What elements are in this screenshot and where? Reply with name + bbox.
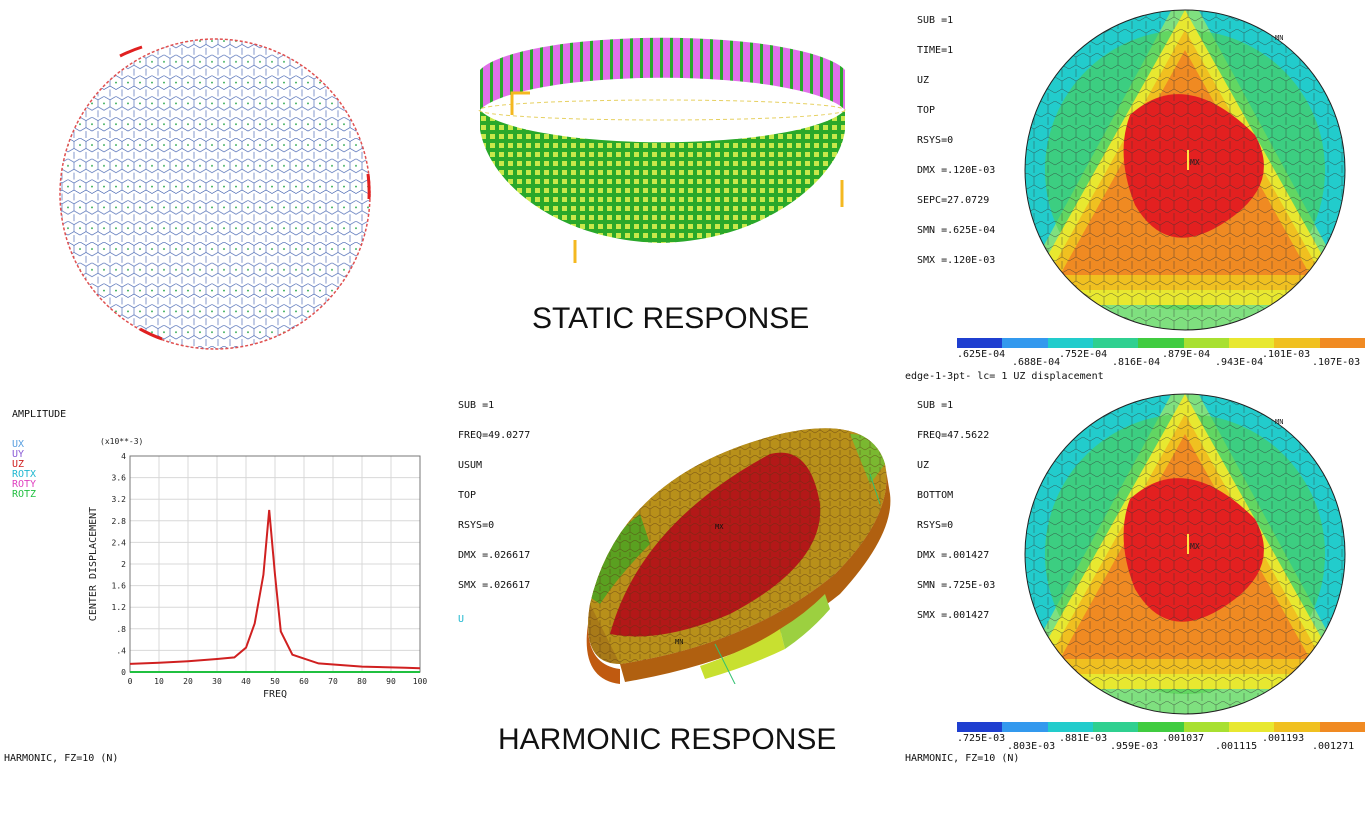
y-tick-label: 3.6 [112,474,127,483]
y-tick-label: .4 [116,646,126,655]
y-tick-label: 2 [121,560,126,569]
y-tick-label: 3.2 [112,495,127,504]
legend-title: AMPLITUDE [12,409,67,420]
y-tick-label: 1.6 [112,582,127,591]
legend-entry: ROTY [12,479,37,490]
info-line: TOP [917,105,936,116]
legend-label: .803E-03 [1007,741,1056,752]
scale-label: (x10**-3) [100,437,143,446]
x-tick-label: 100 [413,677,428,686]
harmonic-footer: HARMONIC, FZ=10 (N) [905,753,1020,764]
chart-footer: HARMONIC, FZ=10 (N) [4,753,119,764]
legend-label: .943E-04 [1215,357,1264,368]
x-tick-label: 10 [154,677,164,686]
legend-entry: UZ [12,459,25,470]
info-line: DMX =.001427 [917,550,990,561]
static-response-caption: STATIC RESPONSE [532,302,810,335]
info-line: SEPC=27.0729 [917,195,990,206]
legend-label: .816E-04 [1112,357,1161,368]
mn-marker: MN [1275,418,1283,426]
info-line: RSYS=0 [917,520,954,531]
x-tick-label: 60 [299,677,309,686]
x-tick-label: 40 [241,677,251,686]
contour-disk: MX MN [1024,393,1346,715]
mx-marker: MX [715,523,724,531]
mn-marker: MN [675,638,683,646]
legend-label: .959E-03 [1110,741,1159,752]
legend-label: .625E-04 [957,349,1006,360]
harmonic-response-caption: HARMONIC RESPONSE [498,723,837,756]
legend-label: .879E-04 [1162,349,1211,360]
info-line: SMN =.725E-03 [917,580,996,591]
y-tick-label: 1.2 [112,603,127,612]
harmonic-3d-panel: SUB =1 FREQ=49.0277 USUM TOP RSYS=0 DMX … [455,384,900,684]
static-contour-panel: SUB =1 TIME=1 UZ TOP RSYS=0 DMX =.120E-0… [905,0,1365,384]
info-line: SMX =.001427 [917,610,990,621]
y-tick-label: 0 [121,668,126,677]
info-line: DMX =.026617 [458,550,531,561]
info-line: SMX =.026617 [458,580,531,591]
info-line: USUM [458,460,483,471]
legend-bar [957,338,1365,348]
legend-entry: ROTX [12,469,37,480]
legend-label: .001037 [1162,733,1205,744]
u-label: U [458,614,465,625]
legend-label: .881E-03 [1059,733,1108,744]
frequency-response-chart: 0 10 20 30 40 50 60 70 80 90 100 0 .4 .8 1.2 1.6 2 2.4 2.8… [88,437,428,700]
y-tick-label: 4 [121,452,126,461]
y-axis-label: CENTER DISPLACEMENT [88,507,99,621]
x-tick-label: 30 [212,677,222,686]
legend-entry: ROTZ [12,489,37,500]
series-line-uz [129,509,421,670]
legend-label: .107E-03 [1312,357,1361,368]
legend-label: .101E-03 [1262,349,1311,360]
info-line: SUB =1 [458,400,495,411]
legend-label: .688E-04 [1012,357,1061,368]
info-line: UZ [917,460,930,471]
y-tick-label: 2.8 [112,517,127,526]
x-axis-label: FREQ [263,689,287,700]
info-line: FREQ=49.0277 [458,430,531,441]
legend-entry: UY [12,449,25,460]
legend-bar [957,722,1365,732]
x-tick-label: 20 [183,677,193,686]
info-line: TOP [458,490,477,501]
x-tick-label: 80 [357,677,367,686]
x-tick-label: 0 [128,677,133,686]
x-tick-label: 70 [328,677,338,686]
x-tick-label: 90 [386,677,396,686]
info-line: SMX =.120E-03 [917,255,996,266]
info-line: UZ [917,75,930,86]
static-footer: edge-1-3pt- lc= 1 UZ displacement [905,371,1104,382]
info-line: DMX =.120E-03 [917,165,996,176]
mx-marker: MX [1190,158,1200,167]
y-tick-label: .8 [116,625,126,634]
info-line: TIME=1 [917,45,954,56]
y-tick-label: 2.4 [112,538,127,547]
info-line: SUB =1 [917,400,954,411]
harmonic-contour-panel: SUB =1 FREQ=47.5622 UZ BOTTOM RSYS=0 DMX… [905,384,1365,766]
harmonic-deformed-disk: MN MX [586,428,891,684]
legend-entry: UX [12,439,25,450]
static-3d-model [470,15,855,265]
legend-label: .001115 [1215,741,1258,752]
legend-label: .001271 [1312,741,1355,752]
mn-marker: MN [1275,34,1283,42]
contour-disk: MX MN [1024,9,1346,331]
info-line: RSYS=0 [917,135,954,146]
mx-marker: MX [1190,542,1200,551]
info-line: FREQ=47.5622 [917,430,990,441]
legend-label: .725E-03 [957,733,1006,744]
info-line: BOTTOM [917,490,954,501]
mesh-top-view [50,34,380,354]
legend-label: .752E-04 [1059,349,1108,360]
x-tick-label: 50 [270,677,280,686]
info-line: SUB =1 [917,15,954,26]
info-line: SMN =.625E-04 [917,225,996,236]
legend-label: .001193 [1262,733,1305,744]
info-line: RSYS=0 [458,520,495,531]
